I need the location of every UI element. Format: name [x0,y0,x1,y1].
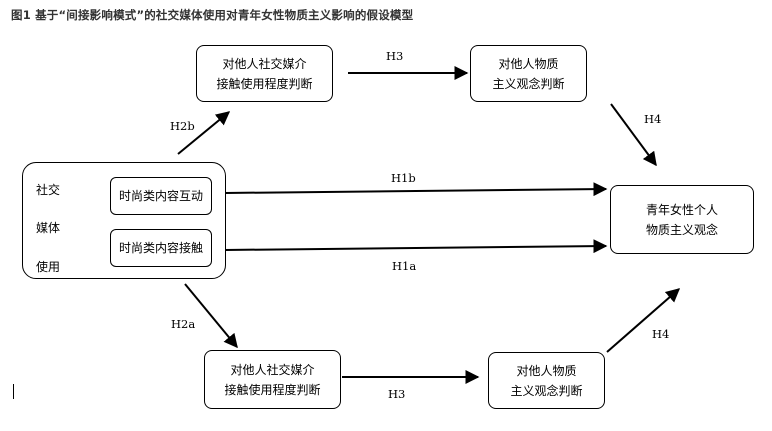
top-judgment-line2: 接触使用程度判断 [216,76,313,91]
fashion-interaction-label: 时尚类内容互动 [118,189,203,203]
arrow-h2a [184,283,238,349]
bottom-judgment-box: 对他人社交媒介 接触使用程度判断 [204,350,341,409]
social-media-label-line1: 社交 [36,183,61,197]
label-h1a: H1a [392,259,417,273]
arrow-h4-top [610,103,657,167]
label-h2b: H2b [170,119,195,133]
top-judgment-line1: 对他人社交媒介 [222,56,307,71]
bottom-judgment-line1: 对他人社交媒介 [230,362,315,377]
arrow-h1a [224,239,608,254]
arrow-h2b [177,111,231,155]
top-materialism-box: 对他人物质 主义观念判断 [470,45,587,102]
label-h3-top: H3 [386,49,404,63]
label-h2a: H2a [171,317,196,331]
fashion-interaction-box: 时尚类内容互动 [110,177,212,215]
fashion-exposure-box: 时尚类内容接触 [110,229,212,267]
label-h4-bottom: H4 [652,327,670,341]
bottom-materialism-box: 对他人物质 主义观念判断 [488,352,605,409]
label-h3-bottom: H3 [388,387,406,401]
outcome-line2: 物质主义观念 [645,222,718,237]
fashion-exposure-label: 时尚类内容接触 [118,241,203,255]
label-h4-top: H4 [644,112,662,126]
label-h1b: H1b [391,171,416,185]
social-media-label-line2: 媒体 [36,221,61,235]
bottom-materialism-line2: 主义观念判断 [510,383,583,398]
text-cursor [13,384,14,399]
top-materialism-line1: 对他人物质 [498,56,559,71]
arrow-h4-bottom [606,288,681,353]
arrow-h1b [224,182,608,197]
outcome-box: 青年女性个人 物质主义观念 [610,185,754,254]
bottom-judgment-line2: 接触使用程度判断 [224,382,321,397]
bottom-materialism-line1: 对他人物质 [516,363,577,378]
figure-caption: 图1 基于“间接影响模式”的社交媒体使用对青年女性物质主义影响的假设模型 [11,8,414,22]
social-media-label-line3: 使用 [36,260,61,274]
top-materialism-line2: 主义观念判断 [492,76,565,91]
outcome-line1: 青年女性个人 [645,202,718,217]
top-judgment-box: 对他人社交媒介 接触使用程度判断 [196,45,333,102]
